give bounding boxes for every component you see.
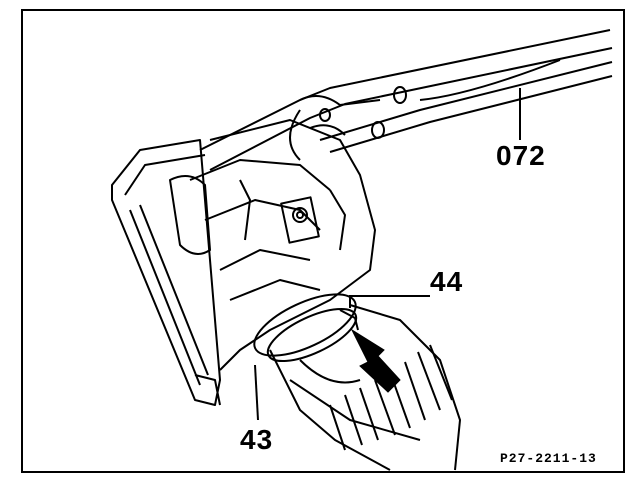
direction-arrow-icon bbox=[350, 328, 401, 393]
label-43: 43 bbox=[240, 424, 274, 455]
figure-frame bbox=[21, 9, 625, 473]
shaft-assembly bbox=[253, 293, 461, 471]
pliers-tool bbox=[199, 29, 613, 171]
housing bbox=[111, 119, 376, 406]
leader-lines bbox=[254, 88, 521, 421]
label-44: 44 bbox=[430, 266, 464, 297]
figure-reference: P27-2211-13 bbox=[500, 451, 597, 466]
label-072: 072 bbox=[496, 140, 546, 171]
